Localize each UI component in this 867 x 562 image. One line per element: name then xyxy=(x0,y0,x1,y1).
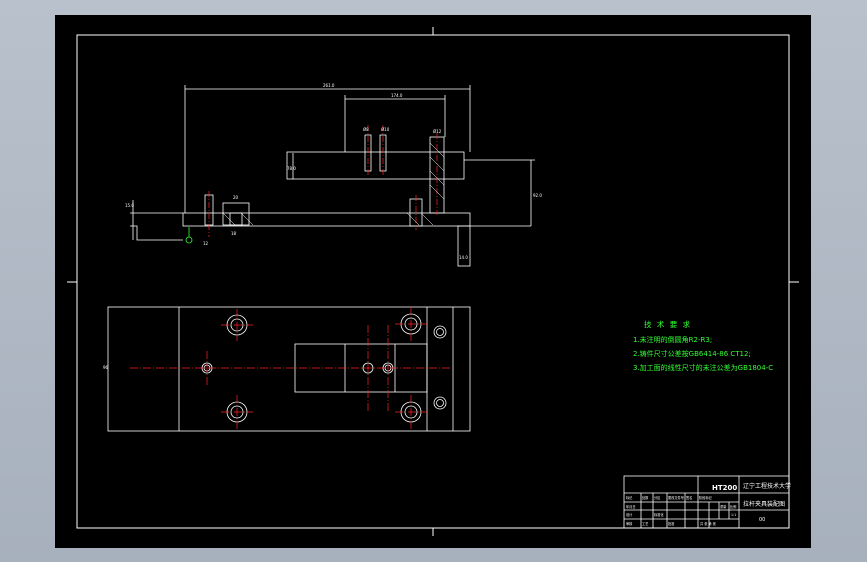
title-cells: 标记 处数 分区 更改文件号 签名 年月日 设计 标准化 审核 工艺 批准 阶段… xyxy=(626,495,736,526)
dim-plan-h: 96 xyxy=(103,365,109,370)
front-center-lines xyxy=(208,125,438,237)
dim-left-height: 78.0 xyxy=(287,166,296,171)
drawing-viewport[interactable]: 261.0 174.0 92.0 78.0 Ø8 Ø10 15.0 20 12 … xyxy=(55,15,811,548)
svg-text:1:1: 1:1 xyxy=(731,513,736,517)
title-block xyxy=(623,475,790,529)
title-material: HT200 xyxy=(712,484,737,492)
note-item-3: 3.加工面的线性尺寸的未注公差为GB1804-C xyxy=(633,363,773,372)
svg-text:比例: 比例 xyxy=(730,504,736,509)
section-hatching xyxy=(222,142,445,226)
dim-base-h: 20 xyxy=(233,195,239,200)
svg-text:工艺: 工艺 xyxy=(642,521,648,526)
datum-marker xyxy=(185,227,193,244)
centering-marks xyxy=(67,27,799,536)
dim-plate-t: 15.0 xyxy=(125,203,134,208)
front-view xyxy=(130,85,535,267)
dim-inner-width: 174.0 xyxy=(391,93,403,98)
svg-text:年月日: 年月日 xyxy=(626,504,636,509)
dim-small-c: Ø12 xyxy=(433,129,442,134)
dim-small-a: 12 xyxy=(203,241,209,246)
note-item-2: 2.铸件尺寸公差按GB6414-86 CT12; xyxy=(633,349,751,358)
svg-text:设计: 设计 xyxy=(626,512,633,517)
svg-text:分区: 分区 xyxy=(654,495,661,500)
dim-hole-d2: Ø10 xyxy=(381,127,390,132)
svg-text:处数: 处数 xyxy=(642,495,649,500)
svg-text:签名: 签名 xyxy=(686,495,692,500)
svg-text:标记: 标记 xyxy=(626,495,633,500)
plan-view xyxy=(107,306,471,432)
svg-text:批准: 批准 xyxy=(668,521,675,526)
dim-hole-d1: Ø8 xyxy=(363,127,369,132)
notes-title: 技 术 要 求 xyxy=(644,319,692,329)
title-scale-code: 00 xyxy=(759,517,765,523)
drawing-border xyxy=(76,34,790,529)
title-school: 辽宁工程技术大学 xyxy=(743,482,791,490)
svg-text:阶段标记: 阶段标记 xyxy=(699,495,713,500)
dim-right-height: 92.0 xyxy=(533,193,542,198)
svg-text:标准化: 标准化 xyxy=(654,512,664,517)
dim-leg: 14.0 xyxy=(459,255,468,260)
svg-text:共 张 第 张: 共 张 第 张 xyxy=(700,521,717,526)
svg-text:重量: 重量 xyxy=(720,504,727,509)
svg-text:审核: 审核 xyxy=(626,521,633,526)
dim-overall-width: 261.0 xyxy=(323,83,335,88)
title-drawing-name: 拉杆夹具装配图 xyxy=(743,500,785,508)
cad-drawing: 261.0 174.0 92.0 78.0 Ø8 Ø10 15.0 20 12 … xyxy=(67,27,799,536)
plan-center-lines xyxy=(130,307,450,431)
svg-text:更改文件号: 更改文件号 xyxy=(668,495,684,500)
note-item-1: 1.未注明的倒圆角R2-R3; xyxy=(633,335,712,344)
dim-small-b: 18 xyxy=(231,231,237,236)
